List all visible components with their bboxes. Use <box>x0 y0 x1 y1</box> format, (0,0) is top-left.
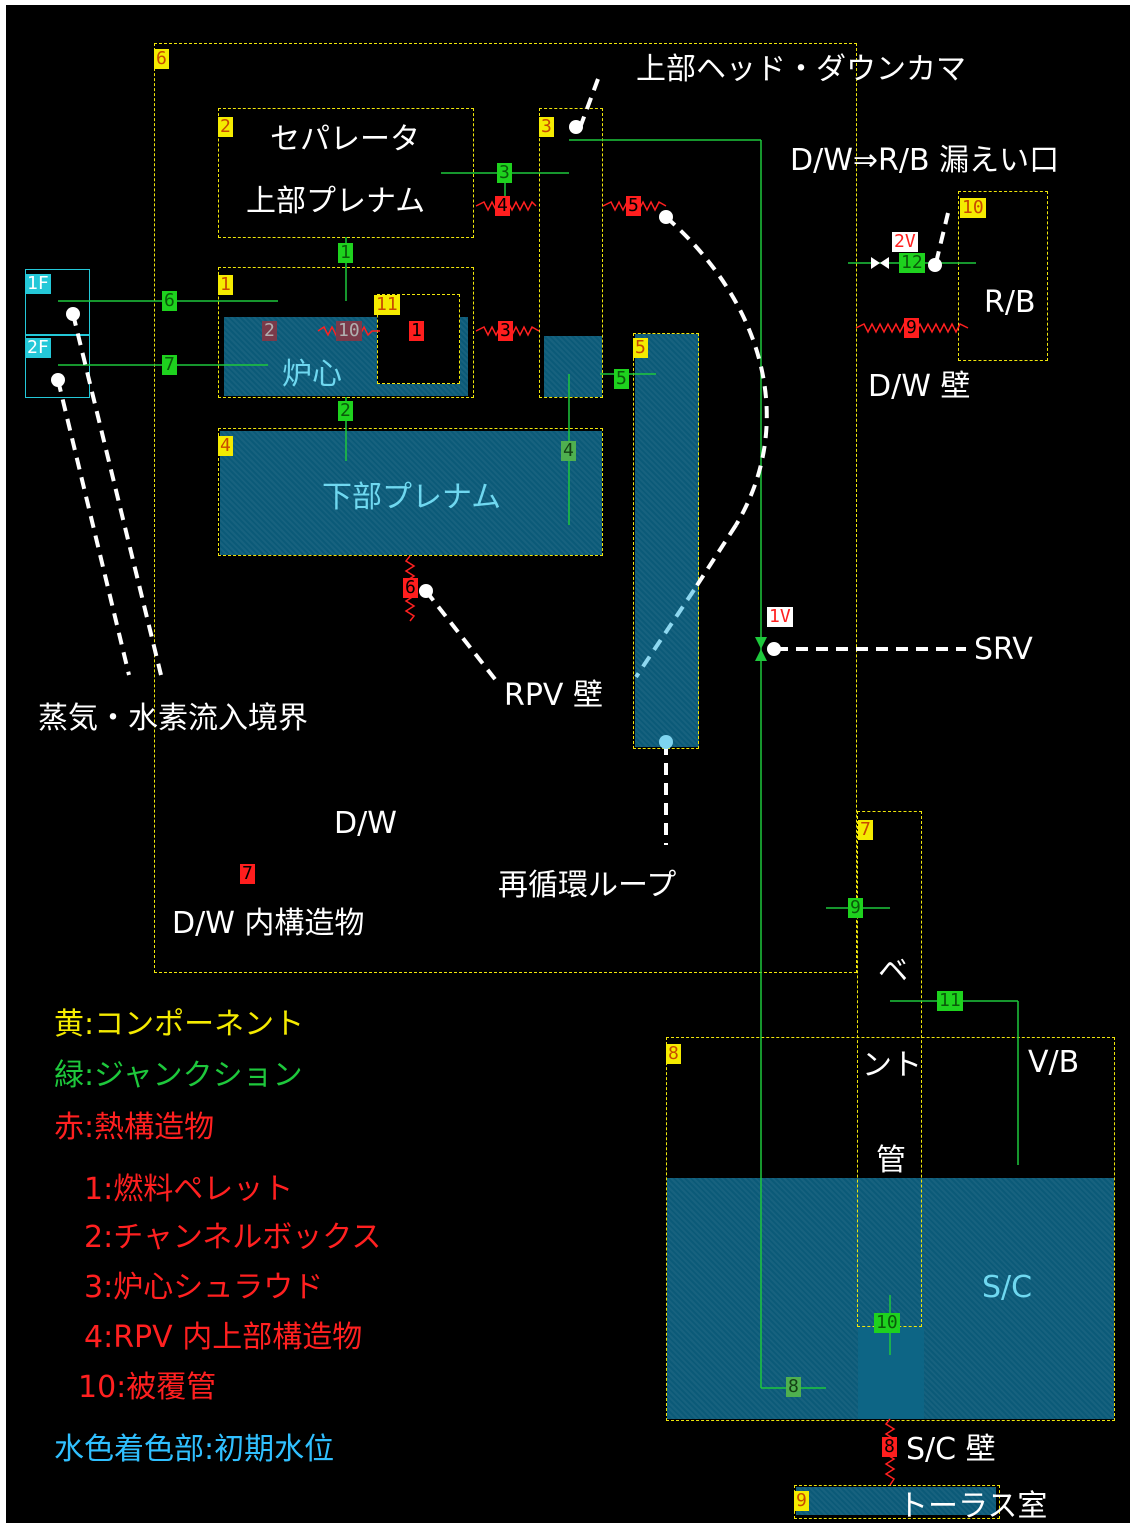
junction-tag-5: 5 <box>614 368 629 389</box>
legend-component: 黄:コンポーネント <box>54 1007 305 1042</box>
label-torus-room: トーラス室 <box>898 1489 1048 1523</box>
component-tag-2: 2 <box>218 116 233 137</box>
label-rpv-wall: RPV 壁 <box>504 678 603 713</box>
component-tag-8: 8 <box>666 1043 681 1064</box>
vent-bottom-water <box>858 1327 924 1419</box>
torus-room-water <box>796 1487 996 1515</box>
boundary-tag-1f: 1F <box>25 273 51 294</box>
component-tag-5: 5 <box>633 337 648 358</box>
label-dw-internal: D/W 内構造物 <box>172 906 365 941</box>
component-tag-3: 3 <box>539 116 554 137</box>
component-sc <box>666 1037 1115 1421</box>
heat-structure-tag-10: 10 <box>336 320 362 341</box>
boundary-divider <box>25 334 90 336</box>
diagram-canvas: 6 2 3 1 11 4 5 10 7 8 9 3 1 6 7 2 5 4 12… <box>6 5 1130 1523</box>
label-leak-port: D/W⇒R/B 漏えい口 <box>790 143 1060 178</box>
label-steam-h2-boundary: 蒸気・水素流入境界 <box>38 701 308 736</box>
junction-tag-10: 10 <box>874 1312 900 1333</box>
component-downcomer <box>539 108 603 398</box>
junction-tag-9: 9 <box>848 897 863 918</box>
boundary-tag-2f: 2F <box>25 337 51 358</box>
component-lower-plenum <box>218 428 603 556</box>
junction-tag-6: 6 <box>162 290 177 311</box>
recirc-loop-water <box>635 334 699 747</box>
annulus-water <box>544 336 602 397</box>
heat-structure-tag-8: 8 <box>882 1436 897 1457</box>
heat-structure-tag-6: 6 <box>403 577 418 598</box>
junction-tag-2: 2 <box>338 400 353 421</box>
heat-structure-tag-4: 4 <box>495 195 510 216</box>
label-vent-1: ベ <box>878 954 908 989</box>
lower-plenum-water <box>220 431 602 555</box>
label-separator: セパレータ <box>270 122 420 157</box>
heat-structure-tag-7: 7 <box>240 863 255 884</box>
junction-tag-7: 7 <box>162 354 177 375</box>
label-vent-3: 管 <box>876 1143 906 1178</box>
legend-item-cladding: 10:被覆管 <box>78 1370 217 1405</box>
label-recirc-loop: 再循環ループ <box>498 868 677 903</box>
label-sc: S/C <box>982 1270 1033 1305</box>
label-core: 炉心 <box>282 357 342 392</box>
legend-initial-water-level: 水色着色部:初期水位 <box>54 1432 335 1467</box>
label-dw: D/W <box>334 806 397 841</box>
label-vent-2: ント <box>862 1048 922 1083</box>
junction-tag-4: 4 <box>561 440 576 461</box>
legend-item-channel-box: 2:チャンネルボックス <box>84 1220 382 1255</box>
legend-heat-structure: 赤:熱構造物 <box>54 1110 215 1145</box>
component-tag-9: 9 <box>794 1490 809 1511</box>
valve-tag-1v: 1V <box>767 606 793 627</box>
component-tag-10: 10 <box>960 197 986 218</box>
legend-item-core-shroud: 3:炉心シュラウド <box>84 1270 324 1305</box>
label-vb: V/B <box>1028 1045 1080 1080</box>
heat-structure-tag-2: 2 <box>262 320 277 341</box>
junction-tag-12: 12 <box>899 252 925 273</box>
boundary-box <box>25 269 90 398</box>
heat-structure-tag-5: 5 <box>626 195 641 216</box>
junction-tag-11: 11 <box>937 990 963 1011</box>
junction-tag-8: 8 <box>786 1376 801 1397</box>
component-tag-6: 6 <box>154 48 169 69</box>
heat-structure-tag-1: 1 <box>409 320 424 341</box>
component-tag-4: 4 <box>218 435 233 456</box>
valve-tag-2v: 2V <box>892 231 918 252</box>
label-rb: R/B <box>984 285 1036 320</box>
junction-tag-1: 1 <box>338 242 353 263</box>
legend-item-fuel-pellet: 1:燃料ペレット <box>84 1172 294 1207</box>
connection-lines <box>51 78 1019 1486</box>
legend-item-rpv-internals: 4:RPV 内上部構造物 <box>84 1320 363 1355</box>
component-tag-11: 11 <box>374 294 400 315</box>
component-dw <box>154 43 857 973</box>
heat-structure-tag-3: 3 <box>498 320 513 341</box>
label-srv: SRV <box>974 632 1033 667</box>
label-dw-wall: D/W 壁 <box>868 369 971 404</box>
label-sc-wall: S/C 壁 <box>906 1432 996 1467</box>
component-tag-7: 7 <box>858 819 873 840</box>
heat-structure-tag-9: 9 <box>904 317 919 338</box>
junction-tag-3: 3 <box>497 162 512 183</box>
component-rb <box>958 191 1048 361</box>
component-tag-1: 1 <box>218 274 233 295</box>
label-lower-plenum: 下部プレナム <box>322 480 502 515</box>
label-upper-head-downcomer: 上部ヘッド・ダウンカマ <box>636 52 966 87</box>
label-upper-plenum: 上部プレナム <box>246 184 426 219</box>
legend-junction: 緑:ジャンクション <box>54 1058 303 1093</box>
